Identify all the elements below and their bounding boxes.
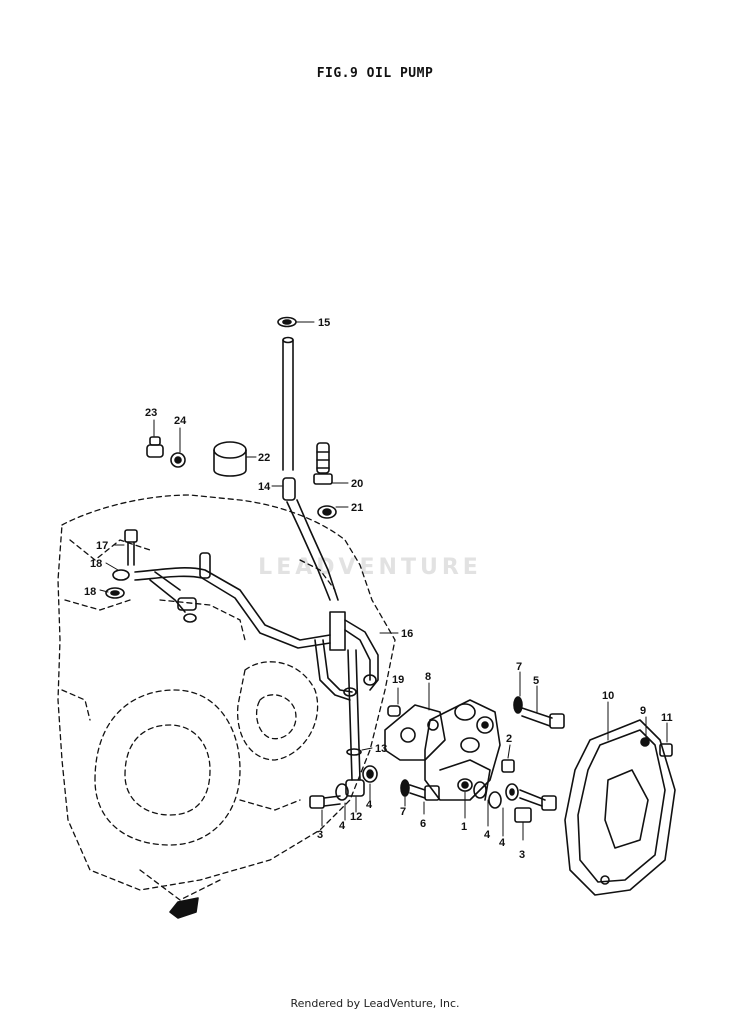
callout-label-c4d: 4 [499, 837, 506, 849]
footer-credit: Rendered by LeadVenture, Inc. [290, 997, 460, 1010]
callout-label-c10: 10 [602, 690, 614, 702]
callout-label-c7a: 7 [516, 661, 522, 673]
callout-label-c18b: 18 [84, 586, 96, 598]
part-5-bolt [521, 707, 565, 729]
callout-label-c5: 5 [533, 675, 539, 687]
part-3-bolt-left [309, 795, 341, 809]
watermark: LEADVENTURE [258, 555, 482, 580]
part-4-washers-left [335, 765, 378, 801]
callout-label-c8: 8 [425, 671, 431, 683]
part-11-screw [659, 743, 673, 757]
front-arrow-icon [169, 897, 199, 919]
part-4-washers-right [473, 781, 519, 809]
part-12-union [345, 779, 365, 797]
callout-label-c4b: 4 [366, 799, 373, 811]
part-15-seal [277, 316, 297, 328]
part-2-screw [501, 759, 515, 773]
part-16-oil-pipe [134, 552, 379, 701]
part-10-gasket [564, 719, 676, 896]
callout-label-c12: 12 [350, 811, 362, 823]
part-8-gasket [384, 704, 446, 761]
callout-label-c15: 15 [318, 317, 330, 329]
figure-title: FIG.9 OIL PUMP [316, 66, 434, 81]
leader-lines [99, 321, 668, 841]
callout-label-c22: 22 [258, 452, 270, 464]
part-24-washer [170, 452, 186, 468]
part-7-washer-upper [513, 696, 523, 714]
part-20-banjo-bolt [313, 442, 333, 485]
callout-label-c18a: 18 [90, 558, 102, 570]
callout-label-c17: 17 [96, 540, 108, 552]
callout-label-c4c: 4 [484, 829, 491, 841]
callout-label-c2: 2 [506, 733, 512, 745]
callout-label-c24: 24 [174, 415, 187, 427]
callout-label-c6: 6 [420, 818, 426, 830]
part-3-bolt-right [514, 789, 557, 823]
part-13-pipe [346, 649, 362, 781]
callout-label-c4a: 4 [339, 820, 346, 832]
part-23-screw [146, 436, 164, 458]
part-17-bolt [124, 529, 138, 566]
engine-case [57, 494, 396, 901]
callout-label-c20: 20 [351, 478, 363, 490]
callout-label-c11: 11 [661, 712, 673, 724]
part-9-cover [577, 729, 666, 885]
part-19-pin [387, 705, 401, 717]
callout-label-c1: 1 [461, 821, 467, 833]
part-1-oil-pump-body [424, 699, 501, 801]
callout-label-c23: 23 [145, 407, 157, 419]
callout-label-c3a: 3 [317, 829, 323, 841]
part-6-bolt [409, 784, 440, 801]
callout-label-c14: 14 [258, 481, 271, 493]
part-14-oil-pipe [282, 336, 339, 601]
part-22-cap [213, 441, 247, 477]
callout-label-c21: 21 [351, 502, 363, 514]
callout-label-c9: 9 [640, 705, 646, 717]
callout-label-c7b: 7 [400, 806, 406, 818]
part-21-washer [317, 505, 337, 519]
callout-label-c19: 19 [392, 674, 404, 686]
callout-label-c3b: 3 [519, 849, 525, 861]
part-7-washer-lower [400, 779, 410, 797]
callout-label-c16: 16 [401, 628, 413, 640]
callout-label-c13: 13 [375, 743, 387, 755]
part-18-washers [105, 569, 130, 599]
